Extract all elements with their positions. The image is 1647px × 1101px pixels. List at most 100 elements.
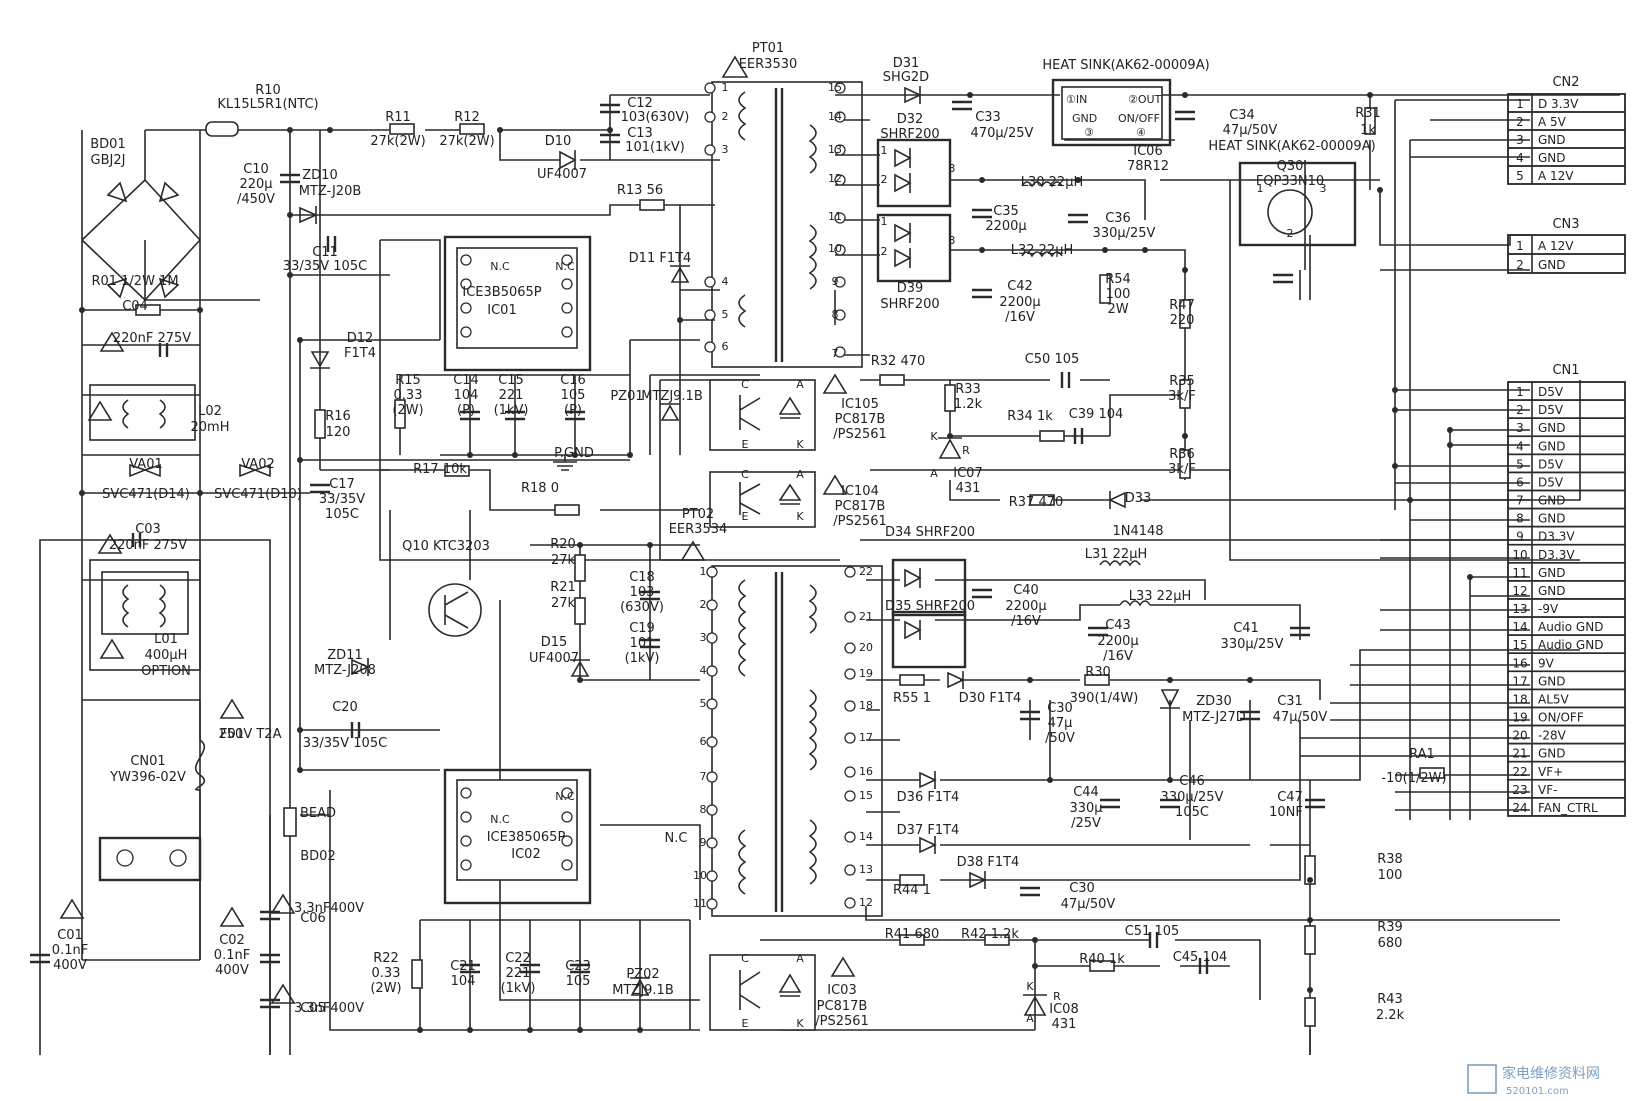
connector-pin-label: D5V bbox=[1538, 475, 1564, 489]
label-c33-val: 470μ/25V bbox=[971, 126, 1034, 141]
d39-diode-pack bbox=[876, 213, 952, 283]
ic06-heatsink bbox=[1051, 78, 1172, 147]
pin-circle bbox=[834, 82, 846, 94]
zd10-zener bbox=[299, 206, 318, 224]
label-c17-ref: C17 bbox=[329, 477, 355, 492]
pz02-zener bbox=[630, 977, 650, 996]
pin-labels: 1234561514131211109871234567891011222120… bbox=[490, 81, 1326, 1030]
pin-label: 15 bbox=[859, 789, 873, 802]
connector-pin-number: 9 bbox=[1516, 530, 1524, 544]
label-r10-ref: R10 bbox=[255, 83, 281, 98]
label-zd11-part: MTZ-J208 bbox=[314, 663, 376, 678]
label-c30b-val: 47μ/50V bbox=[1061, 897, 1116, 912]
label-pt01-ref: PT01 bbox=[752, 41, 784, 56]
d37-diode bbox=[919, 836, 937, 854]
c41-capacitor bbox=[1290, 626, 1310, 637]
connector-pin-label: VF- bbox=[1538, 783, 1557, 797]
label-c11-val: 33/35V 105C bbox=[283, 259, 367, 274]
label-c05-val: 3.3nF400V bbox=[294, 1001, 364, 1016]
connector-pin-label: D5V bbox=[1538, 457, 1564, 471]
pin-label: R bbox=[1053, 990, 1061, 1003]
c16-capacitor bbox=[565, 410, 585, 421]
label-c16-val2: (P) bbox=[564, 403, 582, 418]
ic08-shunt-regulator bbox=[1023, 994, 1047, 1016]
label-c02-val1: 0.1nF bbox=[214, 948, 250, 963]
pin-circle bbox=[561, 811, 573, 823]
d31-diode bbox=[904, 86, 922, 104]
pin-label: K bbox=[1026, 980, 1034, 993]
c50-capacitor bbox=[1060, 372, 1071, 388]
r33-resistor bbox=[944, 384, 956, 412]
label-ic03-part1: PC817B bbox=[817, 999, 868, 1014]
label-c03-ref: C03 bbox=[135, 522, 161, 537]
label-r47-ref: R47 bbox=[1169, 298, 1195, 313]
label-c14-val1: 104 bbox=[454, 388, 479, 403]
label-nc-pt02: N.C bbox=[665, 831, 688, 846]
label-c34-val: 47μ/50V bbox=[1223, 123, 1278, 138]
label-r36-val: 3k/F bbox=[1168, 462, 1196, 477]
pin-label: 11 bbox=[828, 210, 842, 223]
label-ic03-part2: /PS2561 bbox=[815, 1014, 869, 1029]
pin-circles bbox=[460, 82, 856, 910]
label-r38-val: 100 bbox=[1378, 868, 1403, 883]
label-c30a-ref: C30 bbox=[1047, 701, 1073, 716]
connector-pin-label: ON/OFF bbox=[1538, 711, 1584, 725]
warning-icon-c05 bbox=[270, 983, 296, 1004]
r11-resistor bbox=[389, 123, 415, 135]
connector-pin-label: 9V bbox=[1538, 656, 1555, 670]
label-c47-ref: C47 bbox=[1277, 790, 1303, 805]
r39-resistor bbox=[1304, 925, 1316, 955]
connector-pin-number: 17 bbox=[1512, 674, 1527, 688]
pin-circle bbox=[844, 897, 856, 909]
label-ic105-part2: /PS2561 bbox=[833, 427, 887, 442]
pin-circle bbox=[706, 566, 718, 578]
pin-circle bbox=[460, 859, 472, 871]
pin-label: 14 bbox=[859, 830, 873, 843]
r10-ntc bbox=[205, 121, 239, 137]
pin-circle bbox=[844, 790, 856, 802]
label-c42-val2: /16V bbox=[1005, 310, 1035, 325]
label-c22-val1: 221 bbox=[506, 966, 531, 981]
label-c35-val: 2200μ bbox=[985, 219, 1026, 234]
label-c04-val: 220nF 275V bbox=[113, 331, 191, 346]
pin-circle bbox=[704, 276, 716, 288]
d15-diode bbox=[570, 659, 590, 677]
label-bd01-part: GBJ2J bbox=[91, 153, 126, 168]
label-c18-ref: C18 bbox=[629, 570, 655, 585]
connector-pin-label: D5V bbox=[1538, 385, 1564, 399]
pin-label: 3 bbox=[722, 143, 729, 156]
connector-pin-label: GND bbox=[1538, 133, 1566, 147]
pin-circle bbox=[706, 632, 718, 644]
warning-icon-pt01 bbox=[721, 55, 749, 78]
warning-icon-l01 bbox=[99, 638, 125, 659]
label-d33-part: 1N4148 bbox=[1112, 524, 1163, 539]
pin-label: 14 bbox=[828, 110, 842, 123]
cn2-title: CN2 bbox=[1552, 75, 1579, 90]
label-c30b-ref: C30 bbox=[1069, 881, 1095, 896]
pin-label: 3 bbox=[949, 162, 956, 175]
watermark-logo-icon bbox=[1467, 1064, 1497, 1094]
connector-pin-label: GND bbox=[1538, 439, 1566, 453]
label-r15-val1: 0.33 bbox=[394, 388, 423, 403]
label-c36-val: 330μ/25V bbox=[1093, 226, 1156, 241]
label-c44-ref: C44 bbox=[1073, 785, 1099, 800]
label-c01-val2: 400V bbox=[53, 958, 87, 973]
pin-circle bbox=[834, 346, 846, 358]
label-r21-val: 27k bbox=[551, 596, 576, 611]
label-d10-ref: D10 bbox=[545, 134, 572, 149]
bd01-bridge-diodes bbox=[106, 181, 180, 299]
pt01-secondary-winding-2 bbox=[808, 224, 817, 290]
pin-label: 16 bbox=[859, 765, 873, 778]
label-r21-ref: R21 bbox=[550, 580, 576, 595]
pin-label: A bbox=[796, 378, 804, 391]
label-r55-ref: R55 1 bbox=[893, 691, 931, 706]
cn01-connector bbox=[98, 836, 202, 882]
connector-pin-label: D5V bbox=[1538, 403, 1564, 417]
pin-label: 10 bbox=[693, 869, 707, 882]
label-d11-ref: D11 F1T4 bbox=[629, 251, 692, 266]
connector-pin-number: 8 bbox=[1516, 512, 1524, 526]
label-r35-ref: R35 bbox=[1169, 374, 1195, 389]
label-d34-ref: D34 SHRF200 bbox=[885, 525, 975, 540]
r42-resistor bbox=[984, 934, 1010, 946]
